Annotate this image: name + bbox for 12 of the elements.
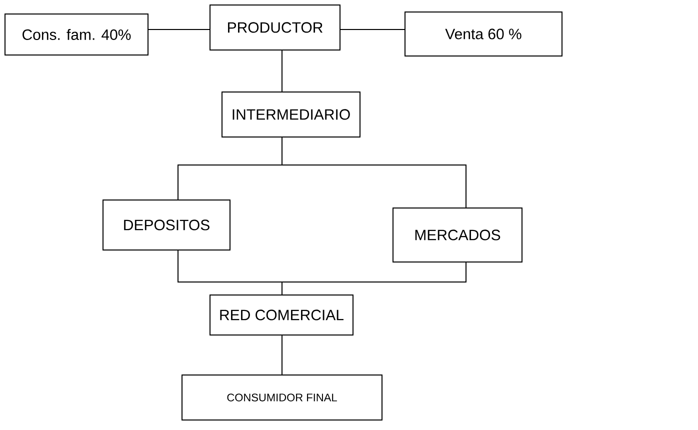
process-box: MERCADOS <box>392 208 522 262</box>
process-box: Venta 60 % <box>404 12 562 56</box>
process-box: DEPOSITOS <box>102 200 230 250</box>
process-box: CONSUMIDOR FINAL <box>182 374 382 420</box>
process-box: RED COMERCIAL <box>210 294 354 336</box>
process-box: Cons. fam. 40% <box>4 14 148 56</box>
connector <box>148 29 210 30</box>
connector <box>282 262 466 295</box>
connector <box>282 137 466 208</box>
connector <box>340 29 405 30</box>
process-box: PRODUCTOR <box>210 4 340 50</box>
process-box: INTERMEDIARIO <box>222 92 360 138</box>
